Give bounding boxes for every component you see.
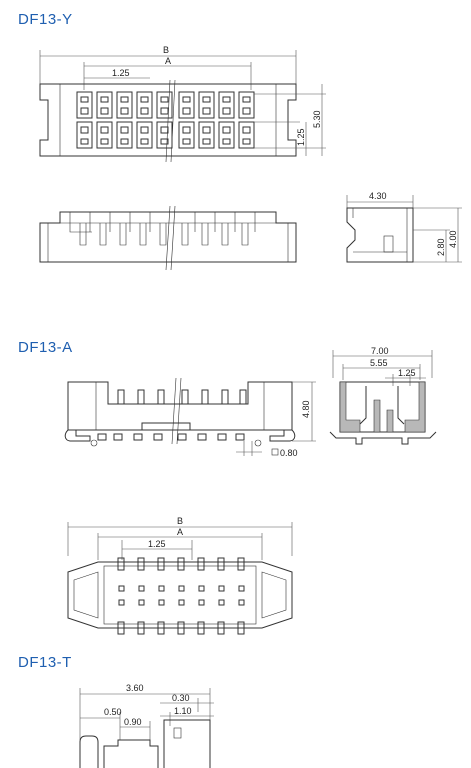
dim-label-bottom-a: A <box>177 527 183 537</box>
dim-label-width-0-30: 0.30 <box>172 693 190 703</box>
dim-label-bottom-b: B <box>177 516 183 526</box>
df13a-bottom-top-leads <box>117 557 245 571</box>
section-title-df13-y: DF13-Y <box>18 11 73 28</box>
df13a-top-pins <box>117 389 247 404</box>
dim-label-height-4-80: 4.80 <box>301 400 311 418</box>
dim-label-width-3-60: 3.60 <box>126 683 144 693</box>
df13a-bottom-bottom-leads <box>117 621 245 635</box>
df13a-bottom-leads <box>97 433 245 441</box>
section-title-df13-a: DF13-A <box>18 339 73 356</box>
dim-label-b: B <box>163 45 169 55</box>
df13y-front-pins <box>69 212 256 246</box>
df13y-contacts-row2 <box>76 121 255 149</box>
dim-label-height-5-30: 5.30 <box>312 110 322 128</box>
df13y-side-view: 4.30 2.80 4.00 <box>346 191 462 263</box>
dim-label-width-0-90: 0.90 <box>124 717 142 727</box>
dim-label-width-4-30: 4.30 <box>369 191 387 201</box>
df13y-contacts-row1 <box>76 91 255 119</box>
dim-label-width-5-55: 5.55 <box>370 358 388 368</box>
dim-label-pin-0-80: 0.80 <box>280 448 298 458</box>
df13y-front-view <box>39 205 297 271</box>
df13a-front-view: 4.80 0.80 <box>64 377 316 458</box>
dim-label-width-7-00: 7.00 <box>371 346 389 356</box>
dim-label-bottom-pitch: 1.25 <box>148 539 166 549</box>
dim-label-height-2-80: 2.80 <box>436 238 446 256</box>
df13y-top-view: B A 1.25 <box>39 45 326 163</box>
section-title-df13-t: DF13-T <box>18 654 72 671</box>
df13a-side-view: 7.00 5.55 1.25 <box>329 346 437 445</box>
df13a-bottom-contacts <box>118 585 245 606</box>
df13a-bottom-view: B A 1.25 <box>67 516 293 635</box>
dim-label-height-1-25: 1.25 <box>296 128 306 146</box>
df13t-terminal-view: 3.60 0.30 1.10 0.50 0.90 <box>79 683 214 768</box>
dim-label-a: A <box>165 56 171 66</box>
dim-label-height-4-00: 4.00 <box>448 230 458 248</box>
dim-label-pitch: 1.25 <box>112 68 130 78</box>
dim-label-width-0-50: 0.50 <box>104 707 122 717</box>
dim-label-width-1-10: 1.10 <box>174 706 192 716</box>
dim-label-width-1-25: 1.25 <box>398 368 416 378</box>
